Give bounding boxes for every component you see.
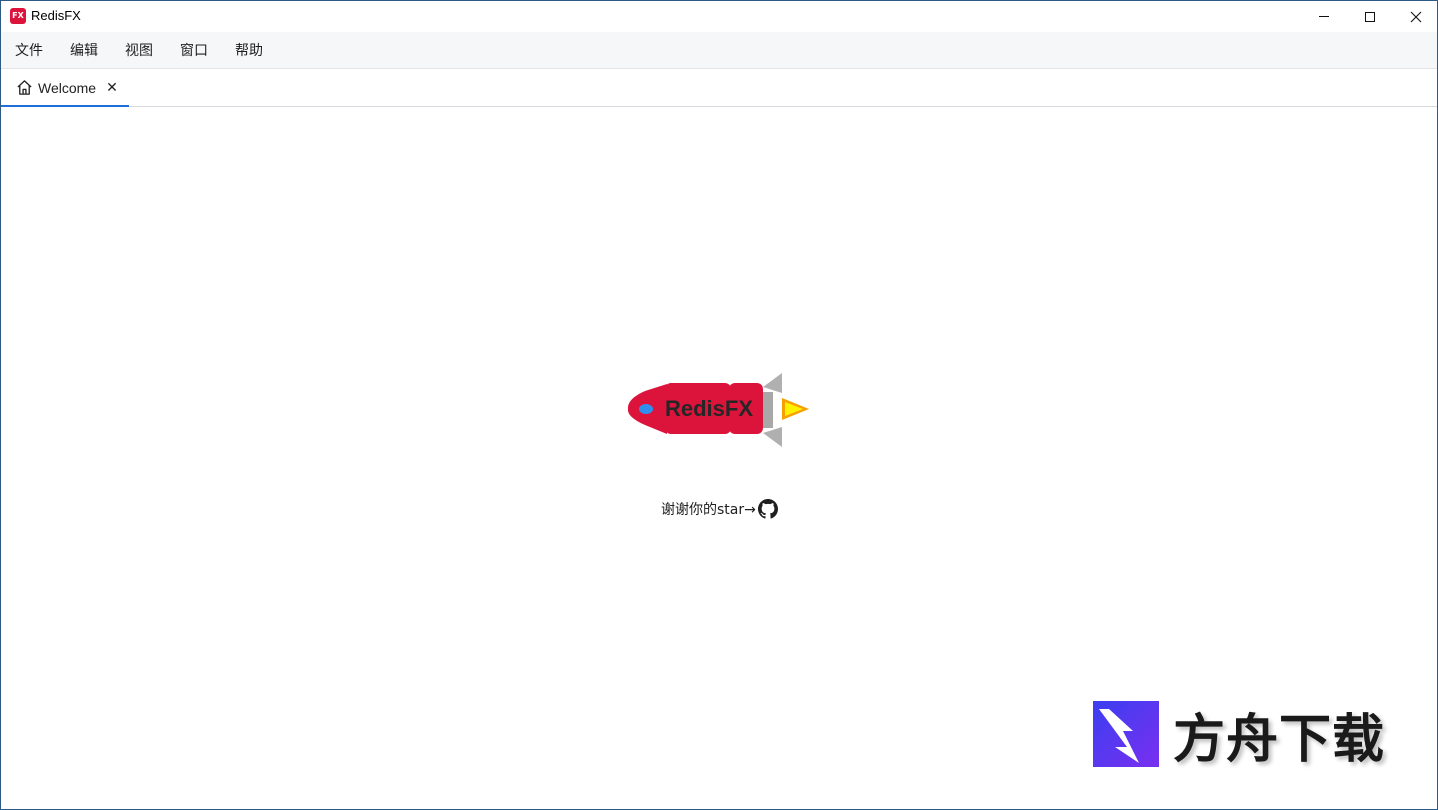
menu-bar: 文件 编辑 视图 窗口 帮助 bbox=[1, 32, 1437, 69]
star-text: 谢谢你的star→ bbox=[661, 502, 756, 518]
title-bar[interactable]: FX RedisFX bbox=[1, 1, 1437, 32]
menu-help[interactable]: 帮助 bbox=[235, 43, 263, 59]
tab-welcome-label: Welcome bbox=[38, 79, 97, 96]
logo-text: RedisFX bbox=[665, 396, 754, 421]
github-icon[interactable] bbox=[757, 499, 778, 519]
maximize-button[interactable] bbox=[1347, 1, 1393, 32]
tab-close-button[interactable]: ✕ bbox=[106, 79, 118, 96]
watermark-logo-icon bbox=[1093, 701, 1159, 767]
menu-view[interactable]: 视图 bbox=[125, 43, 153, 59]
minimize-icon bbox=[1319, 16, 1329, 17]
tab-welcome[interactable]: Welcome ✕ bbox=[1, 70, 129, 107]
redisfx-rocket-logo bbox=[627, 373, 809, 447]
home-icon bbox=[17, 80, 32, 95]
close-window-button[interactable] bbox=[1393, 1, 1437, 32]
menu-edit[interactable]: 编辑 bbox=[70, 43, 98, 59]
minimize-button[interactable] bbox=[1301, 1, 1347, 32]
welcome-page: RedisFX 谢谢你的star→ 方舟下载 bbox=[1, 108, 1437, 809]
watermark: 方舟下载 bbox=[1093, 699, 1403, 770]
menu-window[interactable]: 窗口 bbox=[180, 43, 208, 59]
watermark-text: 方舟下载 bbox=[1173, 709, 1386, 770]
maximize-icon bbox=[1365, 11, 1375, 22]
menu-file[interactable]: 文件 bbox=[15, 43, 43, 59]
star-prompt[interactable]: 谢谢你的star→ bbox=[661, 498, 778, 520]
app-logo-icon: FX bbox=[10, 8, 26, 24]
close-icon bbox=[1410, 11, 1422, 22]
tab-bar: Welcome ✕ bbox=[1, 70, 1437, 107]
window-title: RedisFX bbox=[31, 8, 81, 23]
